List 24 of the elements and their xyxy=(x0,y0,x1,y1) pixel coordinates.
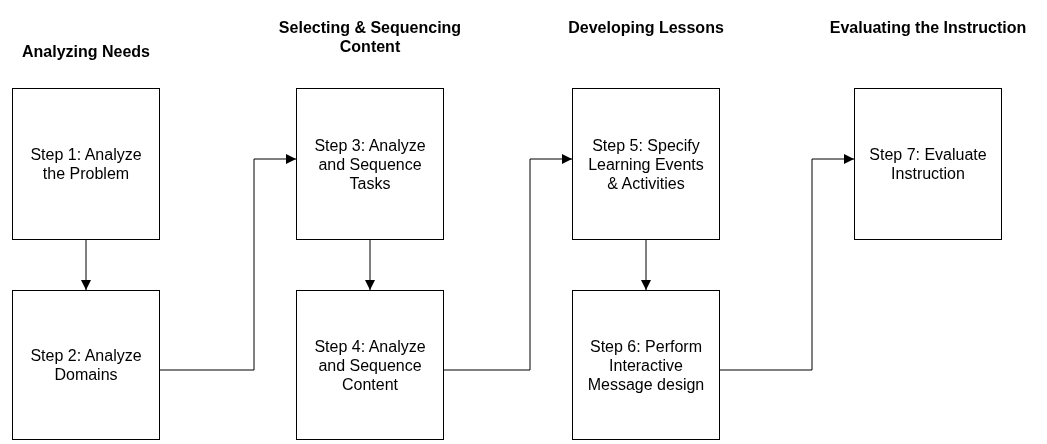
process-box xyxy=(296,290,444,440)
step-text: Step 3: Analyze and Sequence Tasks xyxy=(313,135,427,193)
step-text: Step 7: Evaluate Instruction xyxy=(868,145,988,183)
step-text: Step 5: Specify Learning Events & Activities xyxy=(587,135,705,193)
step-text: Step 1: Analyze the Problem xyxy=(29,145,143,183)
step-text: Step 2: Analyze Domains xyxy=(29,346,143,384)
arrow xyxy=(719,154,855,371)
process-box xyxy=(572,88,720,240)
process-box xyxy=(572,290,720,440)
process-box xyxy=(12,88,160,240)
process-box xyxy=(296,88,444,240)
column-heading: Selecting & Sequencing Content xyxy=(277,18,463,56)
arrow xyxy=(365,239,375,291)
arrow xyxy=(443,154,573,371)
column-heading: Evaluating the Instruction xyxy=(828,18,1028,37)
arrow xyxy=(81,239,91,291)
step-text: Step 4: Analyze and Sequence Content xyxy=(313,336,427,394)
column-heading: Developing Lessons xyxy=(567,18,725,37)
column-heading: Analyzing Needs xyxy=(21,42,151,61)
process-box xyxy=(12,290,160,440)
arrow xyxy=(641,239,651,291)
arrow xyxy=(159,154,297,371)
process-box xyxy=(854,88,1002,240)
step-text: Step 6: Perform Interactive Message design xyxy=(586,336,706,394)
